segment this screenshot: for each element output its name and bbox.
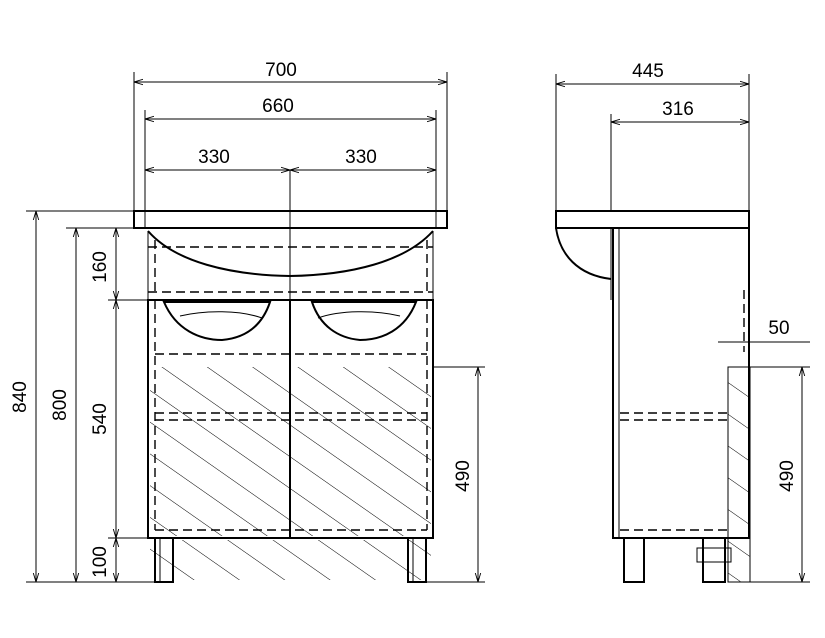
dim-front-clearance-height: 490	[453, 460, 474, 492]
front-view	[133, 170, 448, 583]
dim-overall-depth: 445	[632, 61, 664, 82]
dim-overall-width: 700	[265, 60, 297, 81]
dim-body-height: 800	[50, 389, 71, 421]
dim-total-height: 840	[10, 381, 31, 413]
dim-body-depth: 316	[662, 99, 694, 120]
dim-lower-section-height: 540	[90, 403, 111, 435]
dim-right-half-width: 330	[345, 147, 377, 168]
dim-side-clearance-height: 490	[777, 460, 798, 492]
side-dimensions: 445 316 50 490	[555, 61, 810, 583]
dim-plinth-height: 100	[90, 546, 111, 578]
side-wall-hatch	[727, 366, 751, 583]
dim-wall-offset: 50	[768, 318, 789, 339]
side-front-leg	[623, 537, 645, 583]
side-back-leg	[702, 537, 726, 583]
side-basin-bowl	[555, 227, 612, 280]
front-vertical-dimensions: 840 800 160 540 100	[10, 210, 160, 583]
side-countertop	[555, 210, 750, 229]
dim-left-half-width: 330	[198, 147, 230, 168]
front-clearance-dimension: 490	[426, 366, 485, 583]
left-door-cutout	[162, 301, 272, 342]
side-view	[555, 210, 751, 583]
right-door-cutout	[310, 301, 418, 342]
dim-body-width: 660	[262, 96, 294, 117]
dim-top-section-height: 160	[90, 251, 111, 283]
front-horizontal-dimensions: 700 660 330 330	[133, 60, 448, 228]
